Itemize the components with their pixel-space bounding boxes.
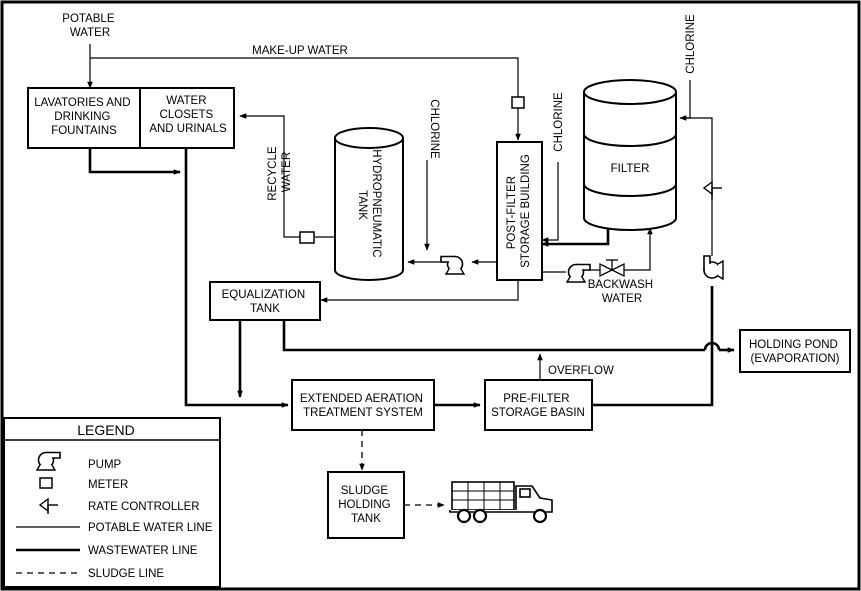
equalization-tank: [209, 281, 321, 321]
extended-aeration-system: [291, 379, 435, 431]
overflow-label: OVERFLOW: [548, 365, 614, 377]
recycle-water-label: RECYCLE WATER: [267, 143, 293, 201]
hydropneumatic-tank-label: HYDROPNEUMATIC TANK: [356, 149, 382, 261]
pump-icon: [566, 263, 591, 283]
holding-pond-label: HOLDING POND (EVAPORATION): [749, 339, 841, 365]
extended-aeration-label: EXTENDED AERATION TREATMENT SYSTEM: [300, 393, 426, 419]
sludge-holding-tank: [327, 471, 405, 539]
pump-icon: [703, 255, 724, 281]
rate-controller-icon: [38, 497, 58, 514]
legend-label-rate-controller: RATE CONTROLLER: [88, 501, 200, 513]
water-closets-label: WATER CLOSETS AND URINALS: [149, 95, 227, 135]
valve-icon: [599, 259, 625, 278]
makeup-water-label: MAKE-UP WATER: [252, 45, 348, 57]
rate-controller-icon: [702, 180, 722, 200]
potable-water-label: POTABLE WATER: [62, 13, 117, 39]
filter-tank: [583, 79, 677, 231]
legend-label-pump: PUMP: [88, 459, 122, 471]
legend-label-meter: METER: [88, 479, 128, 491]
building-restrooms: [27, 87, 235, 149]
legend-label-wastewater: WASTEWATER LINE: [88, 545, 198, 557]
pre-filter-label: PRE-FILTER STORAGE BASIN: [491, 393, 585, 419]
legend: LEGEND PUMP METER RATE CONTROLLER POTABL…: [3, 417, 221, 588]
sludge-tank-label: SLUDGE HOLDING TANK: [338, 485, 394, 525]
equalization-tank-label: EQUALIZATION TANK: [222, 289, 309, 315]
backwash-water-label: BACKWASH WATER: [588, 279, 657, 305]
post-filter-label: POST-FILTER STORAGE BUILDING: [506, 154, 532, 268]
chlorine-label-hydro: CHLORINE: [428, 99, 440, 159]
pre-filter-storage-basin: [484, 379, 593, 431]
pump-icon: [440, 255, 465, 275]
legend-label-sludge: SLUDGE LINE: [88, 568, 164, 580]
hydropneumatic-tank: [334, 127, 404, 281]
truck-icon: [449, 481, 553, 524]
post-filter-storage-building: [496, 141, 543, 281]
meter-icon: [39, 477, 53, 489]
chlorine-label-filter: CHLORINE: [685, 14, 697, 74]
lavatories-label: LAVATORIES AND DRINKING FOUNTAINS: [34, 97, 134, 137]
meter-icon: [511, 96, 525, 109]
filter-label: FILTER: [611, 163, 650, 175]
legend-title: LEGEND: [77, 422, 135, 438]
holding-pond: [739, 329, 851, 373]
meter-icon: [299, 231, 315, 244]
legend-label-potable: POTABLE WATER LINE: [88, 522, 213, 534]
chlorine-label-postfilter: CHLORINE: [553, 92, 565, 152]
